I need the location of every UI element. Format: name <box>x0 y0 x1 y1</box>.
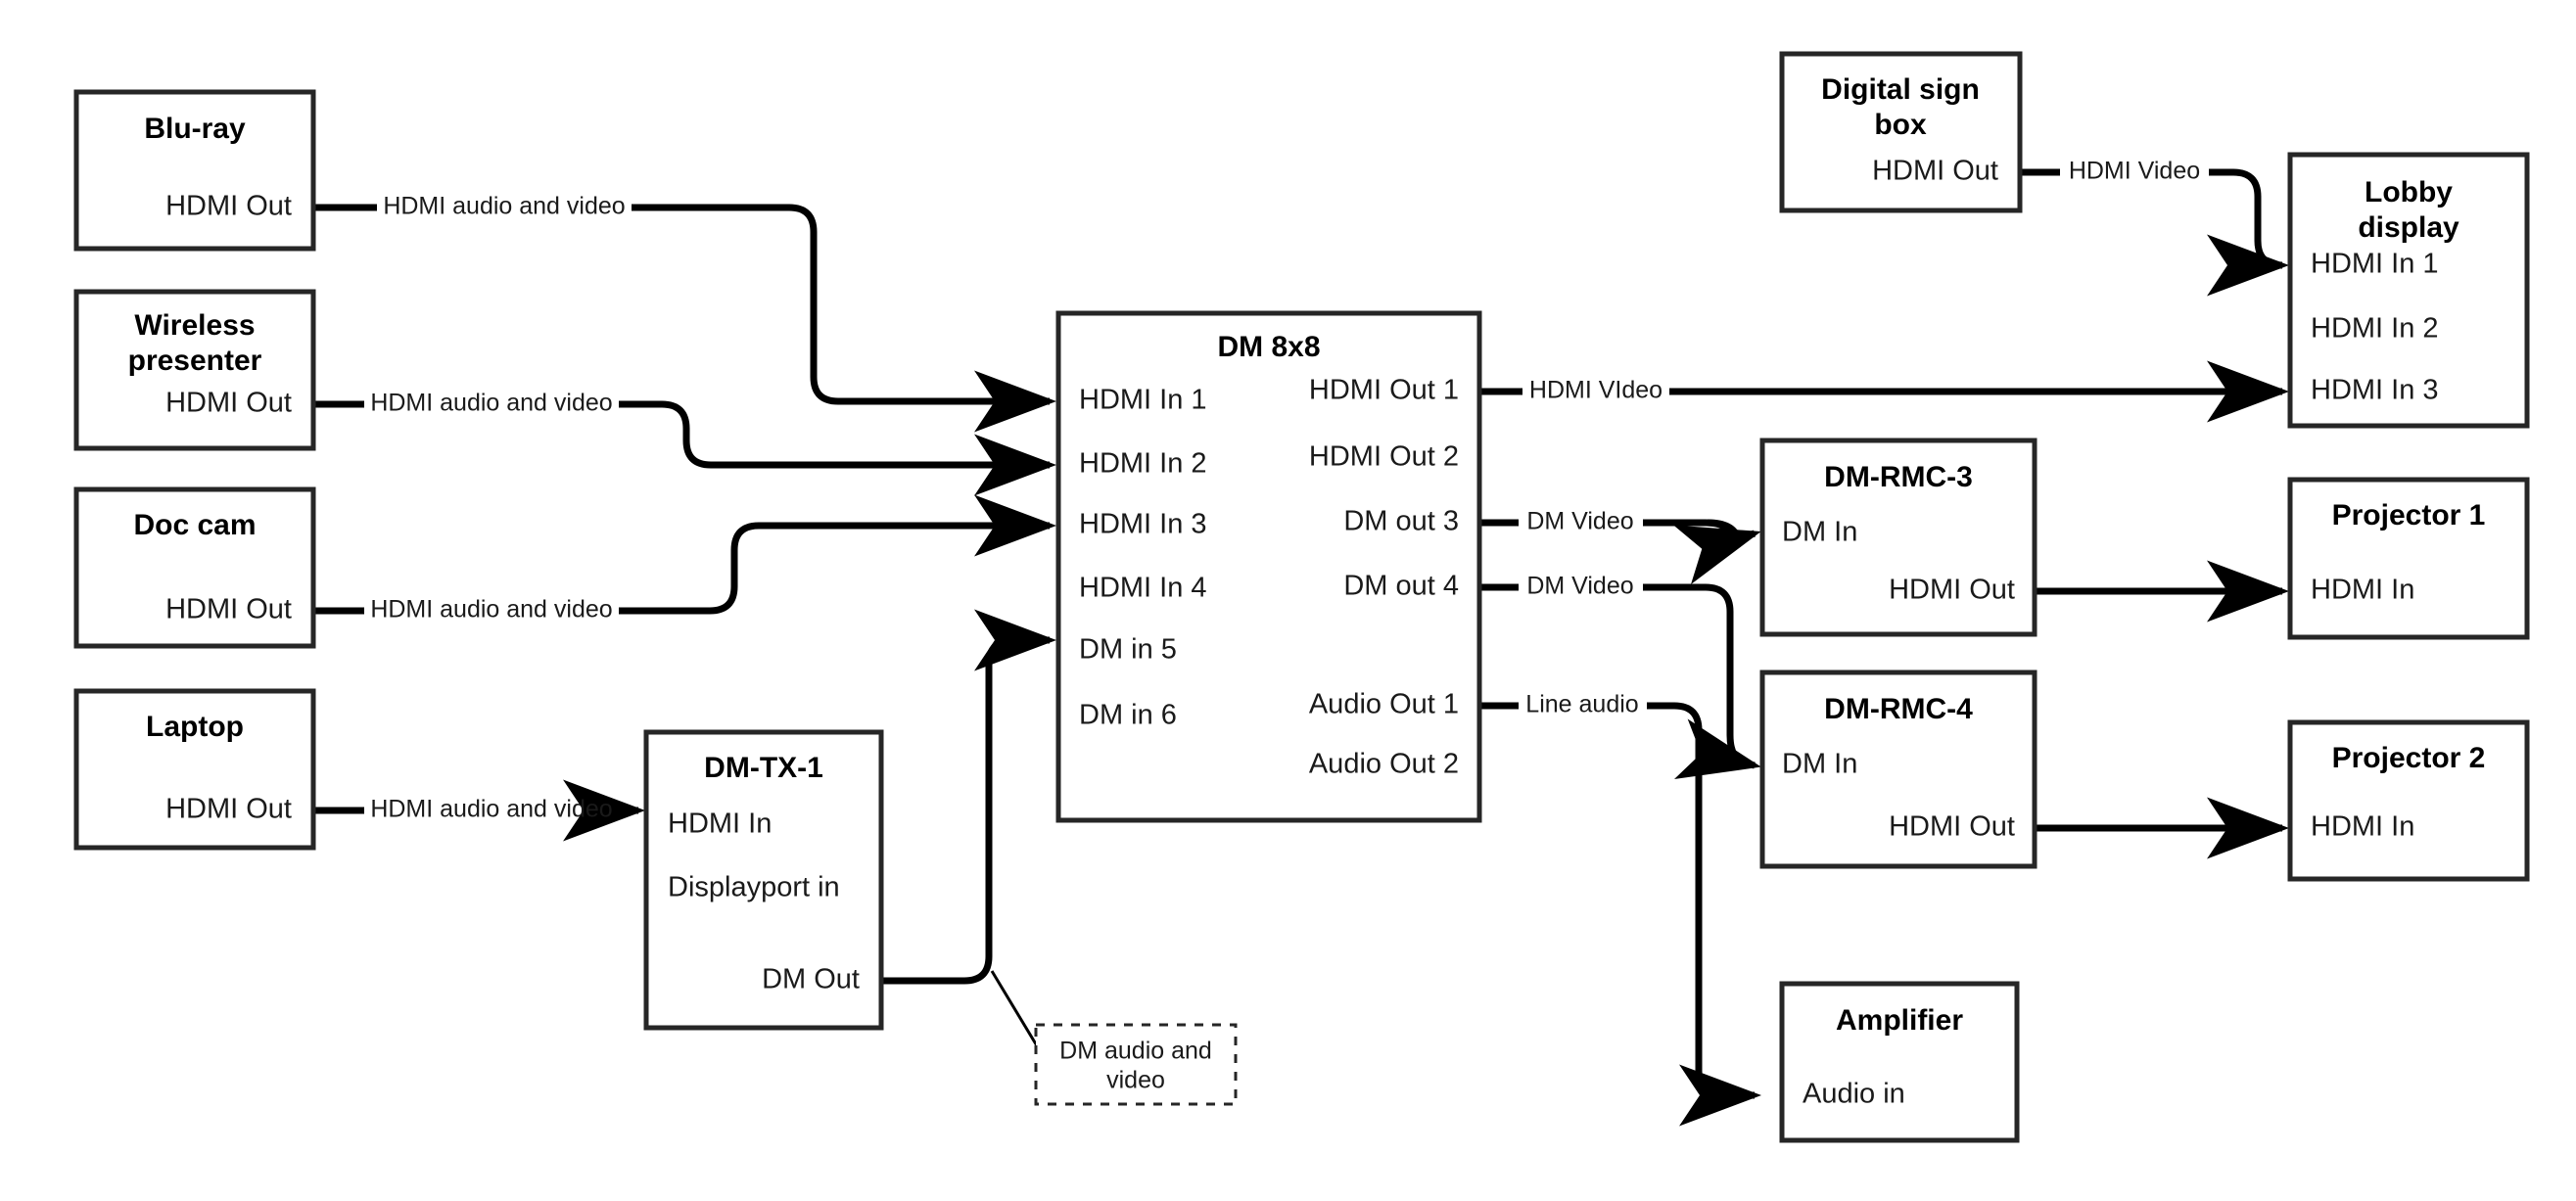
node-dm-tx-1-title: DM-TX-1 <box>704 752 823 784</box>
node-wireless-presenter[interactable]: Wireless presenter HDMI Out <box>73 289 316 451</box>
note-dm-audio-and-video-line2: video <box>1106 1067 1165 1094</box>
node-dm-8x8-output-hdmi-out-2: HDMI Out 2 <box>1309 441 1459 473</box>
edge-bluray-to-dm8x8: HDMI audio and video <box>313 193 1056 433</box>
node-dm-rmc-4-box[interactable] <box>1759 670 2037 869</box>
node-lobby-display-title-line2: display <box>2358 211 2459 244</box>
node-bluray[interactable]: Blu-ray HDMI Out <box>73 89 316 252</box>
node-dm-8x8-output-audio-out-1: Audio Out 1 <box>1309 689 1459 720</box>
node-dm-tx-1-port-dm-out: DM Out <box>762 964 860 995</box>
node-dm-rmc-3-port-hdmi-out: HDMI Out <box>1889 575 2015 606</box>
node-laptop[interactable]: Laptop HDMI Out <box>73 688 316 851</box>
node-digital-sign-box-box[interactable] <box>1779 51 2023 213</box>
node-projector-1-title: Projector 1 <box>2332 499 2486 531</box>
edge-dm8x8-hdmiout1-to-lobby: HDMI VIdeo <box>1479 360 2289 423</box>
node-wireless-presenter-box[interactable] <box>73 289 316 451</box>
node-projector-2-box[interactable] <box>2287 719 2530 882</box>
edge-dm8x8-dmout3-to-rmc3: DM Video <box>1479 508 1761 584</box>
edge-label-wireless-to-dm8x8: HDMI audio and video <box>370 390 612 417</box>
node-projector-1-box[interactable] <box>2287 477 2530 640</box>
node-doc-cam-port-hdmi-out: HDMI Out <box>165 594 292 625</box>
node-wireless-presenter-port-hdmi-out: HDMI Out <box>165 388 292 419</box>
edge-label-dm8x8-dmout3: DM Video <box>1526 508 1633 535</box>
node-dm-rmc-4[interactable]: DM-RMC-4 DM In HDMI Out <box>1759 670 2037 869</box>
node-projector-1[interactable]: Projector 1 HDMI In <box>2287 477 2530 640</box>
node-dm-8x8-input-hdmi-in-2: HDMI In 2 <box>1079 448 1207 480</box>
edge-laptop-to-dmtx1: HDMI audio and video <box>313 779 645 842</box>
edge-label-dm8x8-hdmiout1: HDMI VIdeo <box>1529 377 1663 404</box>
edge-label-bluray-to-dm8x8: HDMI audio and video <box>383 193 625 220</box>
node-lobby-display-title: Lobby <box>2365 176 2453 208</box>
node-dm-8x8-input-dm-in-6: DM in 6 <box>1079 700 1177 731</box>
node-doc-cam-box[interactable] <box>73 486 316 649</box>
node-lobby-display-input-hdmi-in-1: HDMI In 1 <box>2311 249 2439 280</box>
edge-label-dm8x8-audioout1: Line audio <box>1525 691 1638 718</box>
node-digital-sign-box-title: Digital sign <box>1821 73 1980 106</box>
node-amplifier[interactable]: Amplifier Audio in <box>1779 981 2020 1143</box>
node-dm-tx-1[interactable]: DM-TX-1 HDMI In Displayport in DM Out <box>643 729 884 1031</box>
node-bluray-port-hdmi-out: HDMI Out <box>165 191 292 222</box>
node-dm-8x8-output-audio-out-2: Audio Out 2 <box>1309 749 1459 780</box>
node-laptop-box[interactable] <box>73 688 316 851</box>
edge-label-doccam-to-dm8x8: HDMI audio and video <box>370 596 612 624</box>
node-projector-2[interactable]: Projector 2 HDMI In <box>2287 719 2530 882</box>
node-digital-sign-box-title-line2: box <box>1874 109 1927 141</box>
node-dm-8x8-input-hdmi-in-4: HDMI In 4 <box>1079 573 1207 604</box>
edge-label-dm8x8-dmout4: DM Video <box>1526 573 1633 600</box>
edge-wireless-to-dm8x8: HDMI audio and video <box>313 390 1056 496</box>
node-dm-rmc-4-port-hdmi-out: HDMI Out <box>1889 811 2015 843</box>
node-wireless-presenter-title-line2: presenter <box>128 345 262 377</box>
node-lobby-display-input-hdmi-in-3: HDMI In 3 <box>2311 375 2439 406</box>
node-laptop-title: Laptop <box>146 711 244 743</box>
node-dm-8x8-output-dm-out-4: DM out 4 <box>1343 571 1459 602</box>
node-dm-8x8-output-hdmi-out-1: HDMI Out 1 <box>1309 375 1459 406</box>
node-dm-tx-1-port-displayport-in: Displayport in <box>668 872 840 903</box>
node-dm-8x8-input-hdmi-in-3: HDMI In 3 <box>1079 509 1207 540</box>
node-wireless-presenter-title: Wireless <box>134 309 255 342</box>
node-dm-rmc-4-title: DM-RMC-4 <box>1824 693 1973 725</box>
node-amplifier-title: Amplifier <box>1836 1004 1963 1037</box>
edge-doccam-to-dm8x8: HDMI audio and video <box>313 494 1056 624</box>
edge-dm8x8-audioout1-to-amplifier: Line audio <box>1479 691 1761 1127</box>
node-digital-sign-box[interactable]: Digital sign box HDMI Out <box>1779 51 2023 213</box>
node-amplifier-port-audio-in: Audio in <box>1803 1079 1905 1110</box>
node-projector-2-title: Projector 2 <box>2332 742 2486 774</box>
node-projector-2-port-hdmi-in: HDMI In <box>2311 811 2414 843</box>
note-dm-audio-and-video-box <box>1034 1023 1238 1106</box>
node-dm-rmc-3-port-dm-in: DM In <box>1782 517 1857 548</box>
node-dm-rmc-3-title: DM-RMC-3 <box>1824 461 1973 493</box>
node-doc-cam[interactable]: Doc cam HDMI Out <box>73 486 316 649</box>
node-dm-rmc-4-port-dm-in: DM In <box>1782 749 1857 780</box>
node-projector-1-port-hdmi-in: HDMI In <box>2311 575 2414 606</box>
node-doc-cam-title: Doc cam <box>133 509 256 541</box>
note-dm-audio-and-video-line1: DM audio and <box>1059 1038 1212 1065</box>
note-dm-audio-and-video: DM audio and video <box>1034 1023 1238 1106</box>
node-digital-sign-box-port-hdmi-out: HDMI Out <box>1872 156 1998 187</box>
node-dm-tx-1-port-hdmi-in: HDMI In <box>668 808 772 840</box>
node-dm-tx-1-box[interactable] <box>643 729 884 1031</box>
node-dm-8x8-input-dm-in-5: DM in 5 <box>1079 634 1177 666</box>
node-dm-8x8[interactable]: DM 8x8 HDMI In 1 HDMI In 2 HDMI In 3 HDM… <box>1055 310 1482 823</box>
node-lobby-display-box[interactable] <box>2287 152 2530 429</box>
node-bluray-box[interactable] <box>73 89 316 252</box>
edge-digitalsign-to-lobby: HDMI Video <box>2020 158 2289 297</box>
node-dm-8x8-input-hdmi-in-1: HDMI In 1 <box>1079 385 1207 416</box>
edge-label-digitalsign-to-lobby: HDMI Video <box>2069 158 2200 185</box>
node-laptop-port-hdmi-out: HDMI Out <box>165 794 292 825</box>
node-lobby-display-input-hdmi-in-2: HDMI In 2 <box>2311 313 2439 345</box>
node-dm-8x8-box[interactable] <box>1055 310 1482 823</box>
node-dm-rmc-3[interactable]: DM-RMC-3 DM In HDMI Out <box>1759 438 2037 637</box>
edge-dmtx1-to-dm8x8 <box>881 609 1056 1073</box>
edge-label-laptop-to-dmtx1: HDMI audio and video <box>370 796 612 823</box>
node-dm-rmc-3-box[interactable] <box>1759 438 2037 637</box>
edge-dm8x8-dmout4-to-rmc4: DM Video <box>1479 573 1761 780</box>
node-bluray-title: Blu-ray <box>144 113 246 145</box>
node-amplifier-box[interactable] <box>1779 981 2020 1143</box>
node-dm-8x8-title: DM 8x8 <box>1217 331 1320 363</box>
node-dm-8x8-output-dm-out-3: DM out 3 <box>1343 506 1459 537</box>
node-lobby-display[interactable]: Lobby display HDMI In 1 HDMI In 2 HDMI I… <box>2287 152 2530 429</box>
